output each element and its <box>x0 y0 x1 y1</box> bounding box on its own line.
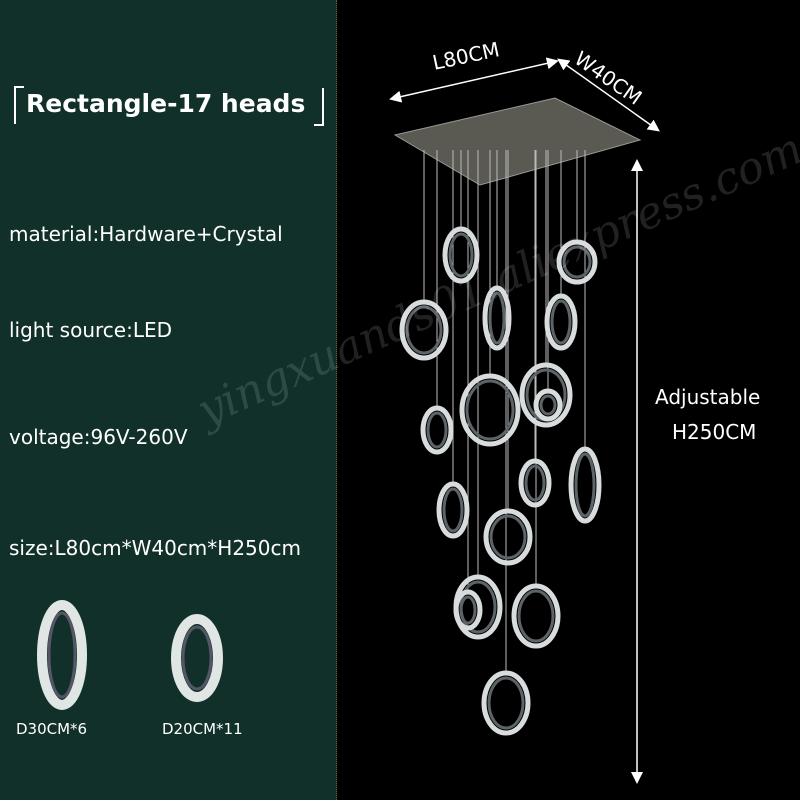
crystal-ring-inner <box>426 411 448 449</box>
crystal-ring <box>568 446 602 524</box>
ceiling-plate <box>393 97 642 186</box>
spec-light-source: light source:LED <box>9 318 173 342</box>
small-ring-label: D20CM*11 <box>162 720 243 738</box>
width-arrow <box>557 58 660 132</box>
crystal-ring <box>399 299 449 361</box>
crystal-ring <box>459 373 521 447</box>
crystal-ring <box>481 670 531 736</box>
crystal-ring-inner <box>562 245 592 279</box>
crystal-ring-inner <box>489 514 527 560</box>
height-label-line1: Adjustable <box>655 385 761 409</box>
crystal-ring-inner <box>487 676 525 730</box>
crystal-ring-inner <box>550 299 572 345</box>
large-ring-label: D30CM*6 <box>16 720 88 738</box>
crystal-ring <box>442 226 480 284</box>
crystal-ring-inner <box>539 394 557 416</box>
crystal-rings <box>399 226 602 736</box>
crystal-ring-inner <box>448 232 474 278</box>
crystal-ring <box>483 508 533 566</box>
crystal-ring <box>436 481 470 539</box>
crystal-ring-inner <box>459 595 477 625</box>
crystal-ring-inner <box>524 464 546 502</box>
product-title: Rectangle-17 heads <box>26 89 306 118</box>
length-arrow <box>389 57 559 103</box>
small-ring-image <box>171 614 223 702</box>
crystal-ring <box>556 239 598 285</box>
crystal-ring <box>544 293 578 351</box>
crystal-ring-inner <box>517 589 555 643</box>
large-ring-image <box>37 600 87 710</box>
crystal-ring <box>518 458 552 508</box>
crystal-ring <box>519 362 573 428</box>
crystal-ring <box>533 388 563 422</box>
crystal-ring <box>453 589 483 631</box>
crystal-ring-inner <box>442 487 464 533</box>
title-frame: Rectangle-17 heads <box>14 86 324 126</box>
crystal-ring <box>511 583 561 649</box>
spec-panel: Rectangle-17 heads material:Hardware+Cry… <box>0 0 337 800</box>
crystal-ring-inner <box>574 452 596 518</box>
spec-size: size:L80cm*W40cm*H250cm <box>9 536 301 560</box>
spec-voltage: voltage:96V-260V <box>9 425 188 449</box>
crystal-ring <box>482 285 512 351</box>
height-label-line2: H250CM <box>672 420 757 444</box>
spec-material: material:Hardware+Crystal <box>9 222 283 246</box>
crystal-ring-inner <box>405 305 443 355</box>
crystal-ring <box>420 405 454 455</box>
ring-samples <box>37 600 223 710</box>
crystal-ring-inner <box>465 379 515 441</box>
crystal-ring-inner <box>488 291 506 345</box>
